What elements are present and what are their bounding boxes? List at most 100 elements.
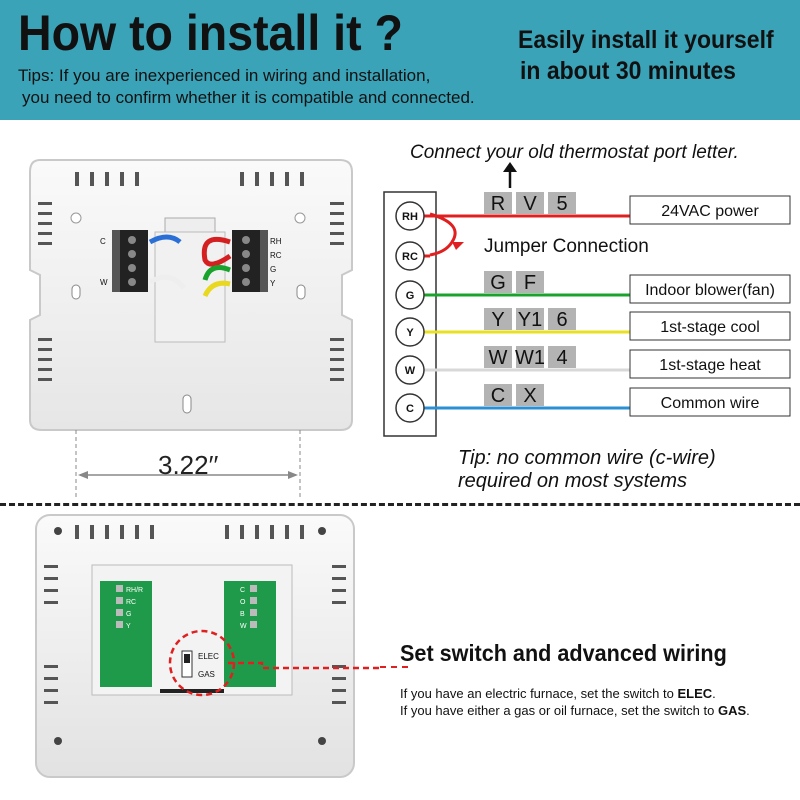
terminal-label-rc: RC — [402, 251, 418, 263]
mount-slot — [71, 284, 81, 300]
elec-gas-switch[interactable] — [181, 650, 193, 678]
terminal-circle-rh — [395, 201, 425, 231]
port-code-4: 4 — [556, 347, 567, 369]
mount-slot — [296, 284, 306, 300]
terminal-label-g: G — [406, 290, 415, 302]
switch-instruction-2: If you have either a gas or oil furnace,… — [400, 703, 750, 718]
port-code-r: R — [491, 193, 505, 215]
install-time-line-2: in about 30 minutes — [520, 57, 736, 85]
port-code-y1: Y1 — [518, 309, 542, 331]
switch-label-elec: ELEC — [198, 652, 219, 661]
port-code-cell — [516, 192, 544, 214]
port-code-5: 5 — [556, 193, 567, 215]
port-code-cell — [484, 271, 512, 293]
right-terminal-g: G — [270, 265, 276, 274]
description-rh: 24VAC power — [661, 203, 759, 220]
port-code-cell — [548, 346, 576, 368]
section-divider — [0, 503, 800, 506]
terminal-label-rh: RH — [402, 211, 418, 223]
description-c: Common wire — [661, 395, 760, 412]
screw-hole — [294, 212, 306, 224]
board-terminal-w: W — [240, 623, 247, 630]
wire-red — [201, 236, 232, 267]
port-code-g: G — [490, 272, 506, 294]
port-code-cell — [516, 271, 544, 293]
description-w: 1st-stage heat — [659, 357, 761, 374]
board-terminal-y: Y — [126, 623, 131, 630]
screw-icon — [318, 527, 326, 535]
port-code-cell — [484, 346, 512, 368]
terminal-circle-c — [395, 393, 425, 423]
board-terminal-c: C — [240, 587, 245, 594]
port-code-c: C — [491, 385, 505, 407]
tips-line-2: you need to confirm whether it is compat… — [22, 88, 475, 107]
side-vents — [38, 202, 344, 381]
description-box — [629, 311, 791, 341]
port-code-cell — [548, 308, 576, 330]
port-code-6: 6 — [556, 309, 567, 331]
board-terminal-b: B — [240, 611, 245, 618]
wall-plate-illustration: C W RH RC G Y — [29, 159, 353, 500]
port-code-x: X — [523, 385, 536, 407]
port-code-cell — [516, 346, 544, 368]
terminal-circle-w — [395, 355, 425, 385]
description-box — [629, 274, 791, 304]
board-terminal-o: O — [240, 599, 246, 606]
terminal-label-c: C — [406, 403, 414, 415]
back-top-vents — [75, 525, 304, 539]
tip-line-1: Tip: no common wire (c-wire) — [458, 447, 716, 469]
back-side-vents — [44, 565, 346, 704]
port-code-cell — [484, 308, 512, 330]
port-code-cell — [484, 384, 512, 406]
terminal-label-y: Y — [406, 327, 414, 339]
right-terminal-rc: RC — [270, 251, 282, 260]
slot — [160, 689, 224, 693]
terminal-circle-y — [395, 317, 425, 347]
port-code-cell — [484, 192, 512, 214]
screw-hole — [70, 212, 82, 224]
port-code-w: W — [489, 347, 508, 369]
header-banner — [0, 0, 800, 120]
tip-line-2: required on most systems — [458, 470, 687, 492]
dimension-label: 3.22′′ — [158, 450, 219, 480]
wire-blue — [148, 234, 182, 245]
description-y: 1st-stage cool — [660, 319, 760, 336]
port-code-cell — [548, 192, 576, 214]
switch-label-gas: GAS — [198, 670, 215, 679]
description-box — [629, 195, 791, 225]
wire-yellow — [202, 280, 231, 298]
wire-opening — [164, 217, 216, 233]
switch-instruction-1: If you have an electric furnace, set the… — [400, 686, 716, 701]
right-terminal-rh: RH — [270, 237, 282, 246]
port-code-w1: W1 — [515, 347, 545, 369]
mount-slot — [182, 394, 192, 414]
right-terminal-y: Y — [270, 279, 276, 288]
switch-section-title: Set switch and advanced wiring — [400, 640, 727, 666]
pcb-left — [100, 581, 152, 687]
port-code-cell — [516, 308, 544, 330]
screw-icon — [318, 737, 326, 745]
install-time-line-1: Easily install it yourself — [518, 26, 774, 54]
left-terminal-block — [112, 230, 148, 292]
jumper-arrow-icon — [452, 242, 464, 250]
board-terminal-rc: RC — [126, 599, 136, 606]
port-code-cell — [516, 384, 544, 406]
wire-white — [148, 274, 186, 290]
board-terminal-g: G — [126, 611, 131, 618]
port-code-f: F — [524, 272, 536, 294]
right-terminal-block — [232, 230, 268, 292]
page-title: How to install it ? — [18, 5, 403, 61]
thermostat-back-illustration: RH/R RC G Y C O B W ELEC GAS — [35, 514, 380, 778]
description-g: Indoor blower(fan) — [645, 282, 775, 299]
description-box — [629, 387, 791, 417]
terminal-circle-g — [395, 280, 425, 310]
terminal-circle-rc — [395, 241, 425, 271]
description-box — [629, 349, 791, 379]
pcb-right — [224, 581, 276, 687]
wire-green — [202, 265, 231, 281]
top-vents — [75, 172, 304, 186]
callout-leader-end — [380, 666, 408, 668]
terminal-label-w: W — [405, 365, 416, 377]
port-code-v: V — [523, 193, 537, 215]
